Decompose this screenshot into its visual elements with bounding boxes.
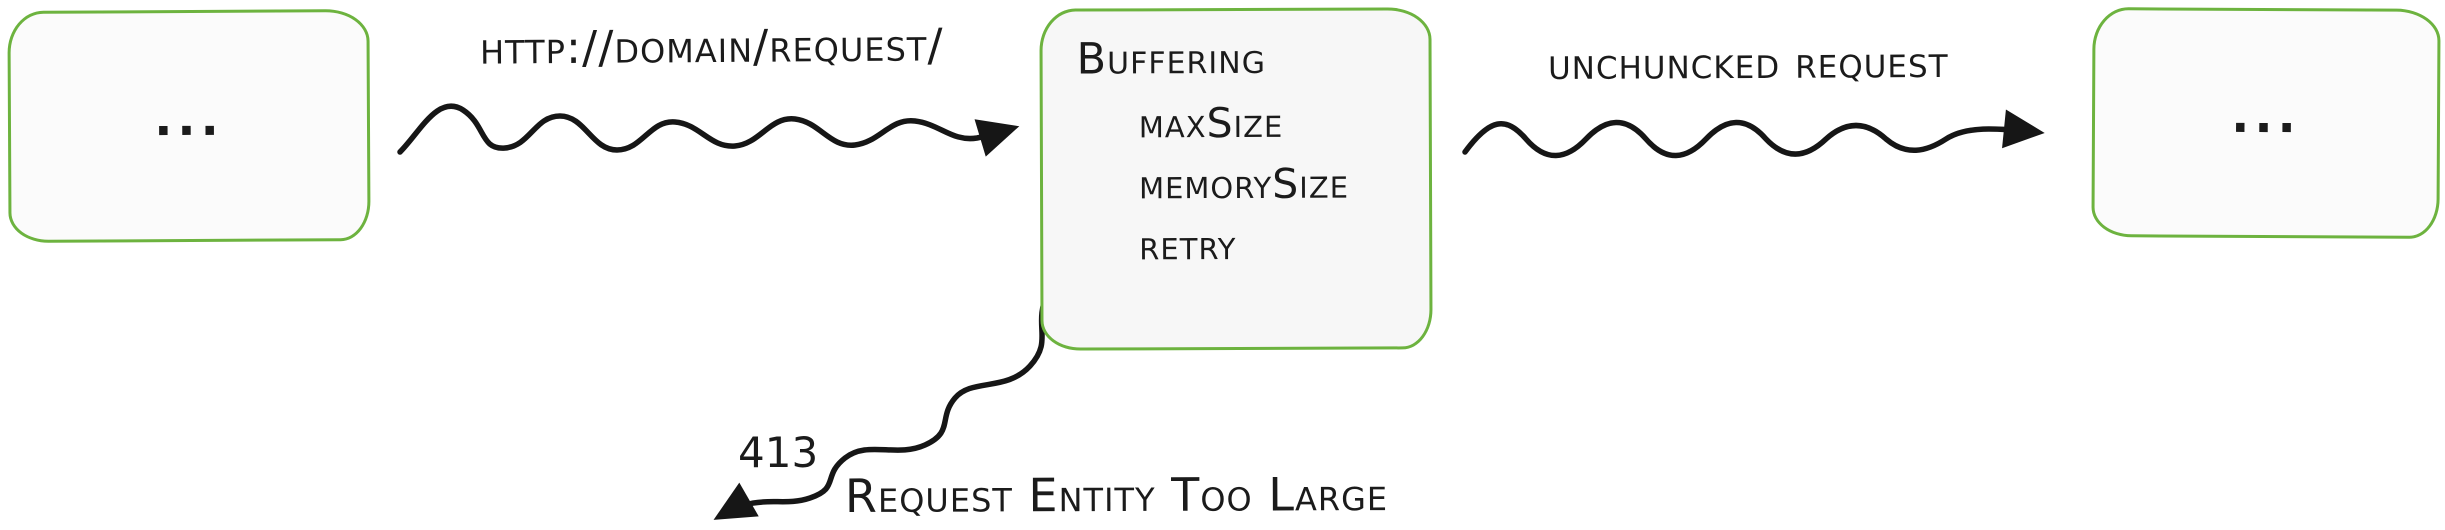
ellipsis-label: ... bbox=[2231, 87, 2302, 145]
buffering-title: Buffering bbox=[1076, 33, 1266, 85]
node-upstream-right: ... bbox=[2091, 7, 2441, 239]
error-code-label: 413 bbox=[738, 428, 819, 477]
buffering-item-list: maxSize memorySize retry bbox=[1139, 92, 1430, 276]
buffering-item-retry: retry bbox=[1139, 220, 1237, 270]
edge-unchunked-label: unchuncked request bbox=[1547, 36, 1949, 91]
error-text-label: Request Entity Too Large bbox=[844, 467, 1389, 523]
edge-unchunked-arrow bbox=[1462, 109, 2045, 159]
buffering-item-memorysize: memorySize bbox=[1138, 159, 1350, 209]
buffering-item-maxsize: maxSize bbox=[1138, 98, 1284, 148]
edge-request-arrow bbox=[397, 103, 1020, 157]
edge-request-label: http://domain/request/ bbox=[479, 18, 944, 75]
node-client-left: ... bbox=[7, 9, 371, 243]
ellipsis-label: ... bbox=[153, 90, 224, 148]
node-buffering: Buffering maxSize memorySize retry bbox=[1039, 7, 1433, 351]
